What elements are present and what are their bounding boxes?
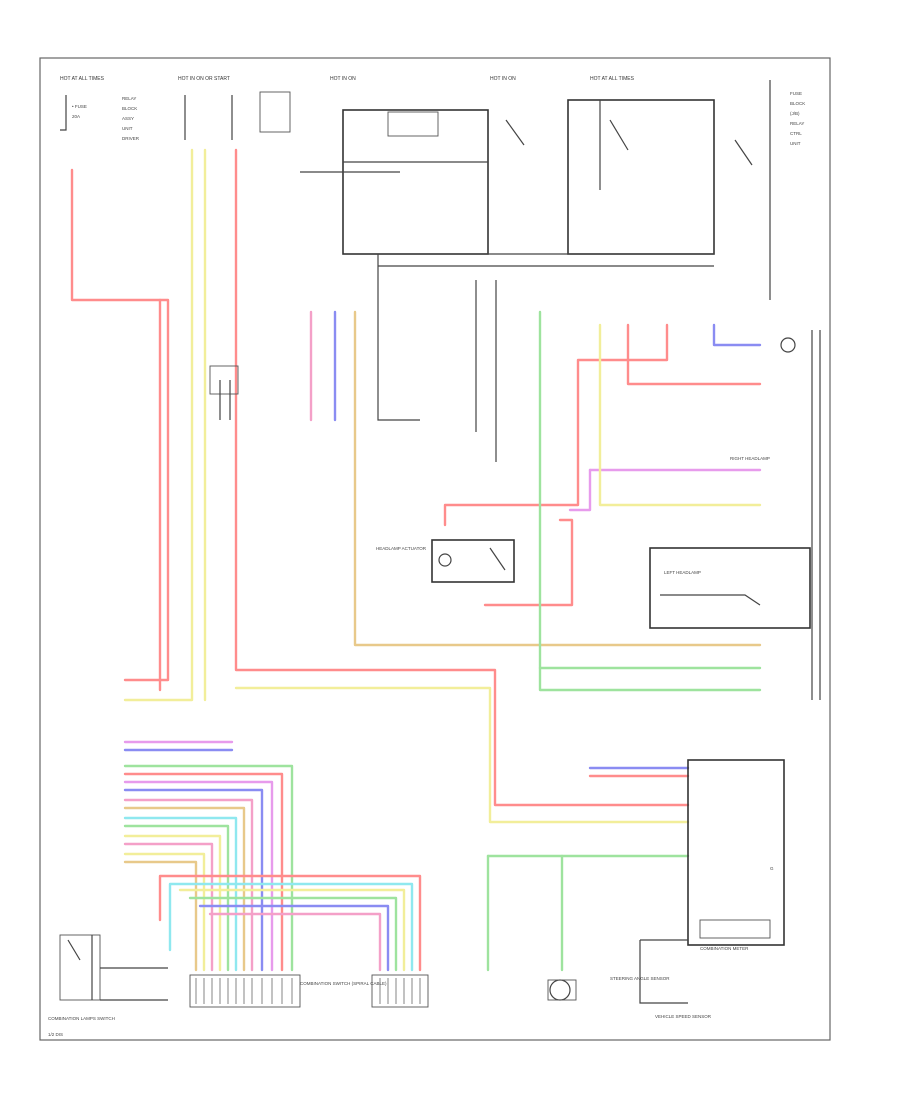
svg-text:• FUSE: • FUSE xyxy=(72,104,87,109)
steering-sensor-label: STEERING ANGLE SENSOR xyxy=(610,976,670,981)
connector-block-1 xyxy=(189,974,301,1008)
right-relay-box xyxy=(567,99,715,255)
upper-relay-box xyxy=(342,109,489,255)
svg-text:FUSE: FUSE xyxy=(790,91,802,96)
actuator-label: HEADLAMP ACTUATOR xyxy=(376,546,427,551)
svg-text:RELAY: RELAY xyxy=(122,96,136,101)
relay-label-right: HOT AT ALL TIMES xyxy=(590,76,635,82)
left-headlamp-label: LEFT HEADLAMP xyxy=(664,570,701,575)
footer-mid-label: COMBINATION SWITCH (SPIRAL CABLE) xyxy=(300,981,387,986)
pin-ticks xyxy=(195,978,421,1004)
svg-text:CTRL: CTRL xyxy=(790,131,802,136)
connector-block-2 xyxy=(371,974,429,1008)
fuse-label-left: HOT AT ALL TIMES xyxy=(60,76,105,82)
combination-meter-box xyxy=(687,759,785,946)
svg-text:(J/B): (J/B) xyxy=(790,111,800,116)
right-headlamp-label: RIGHT HEADLAMP xyxy=(730,456,770,461)
fuse-label-mid2: HOT IN ON xyxy=(330,76,356,82)
combination-meter-label: COMBINATION METER xyxy=(700,946,749,951)
svg-text:ASSY: ASSY xyxy=(122,116,134,121)
svg-text:DRIVER: DRIVER xyxy=(122,136,140,141)
page-label: 1/2 DIS xyxy=(48,1032,63,1037)
ground-label: G xyxy=(770,866,774,871)
footer-left-label: COMBINATION LAMPS SWITCH xyxy=(48,1016,115,1021)
relay-label-top: HOT IN ON xyxy=(490,76,516,82)
svg-text:UNIT: UNIT xyxy=(790,141,801,146)
svg-text:BLOCK: BLOCK xyxy=(790,101,805,106)
footer-right-label: VEHICLE SPEED SENSOR xyxy=(655,1014,712,1019)
fuse-label-mid: HOT IN ON OR START xyxy=(178,76,230,82)
components: HEADLAMP ACTUATOR LEFT HEADLAMP RIGHT HE… xyxy=(59,330,821,1008)
svg-text:RELAY: RELAY xyxy=(790,121,804,126)
svg-text:UNIT: UNIT xyxy=(122,126,133,131)
actuator-box xyxy=(431,539,515,583)
left-headlamp-box xyxy=(649,547,811,629)
diagram-frame xyxy=(39,57,831,1041)
svg-text:20A: 20A xyxy=(72,114,80,119)
left-text-column: • FUSE 20A RELAY BLOCK ASSY UNIT DRIVER … xyxy=(72,91,805,146)
top-power-blocks: HOT AT ALL TIMES HOT IN ON OR START HOT … xyxy=(60,76,771,300)
wire-harness xyxy=(70,148,762,972)
svg-text:BLOCK: BLOCK xyxy=(122,106,137,111)
